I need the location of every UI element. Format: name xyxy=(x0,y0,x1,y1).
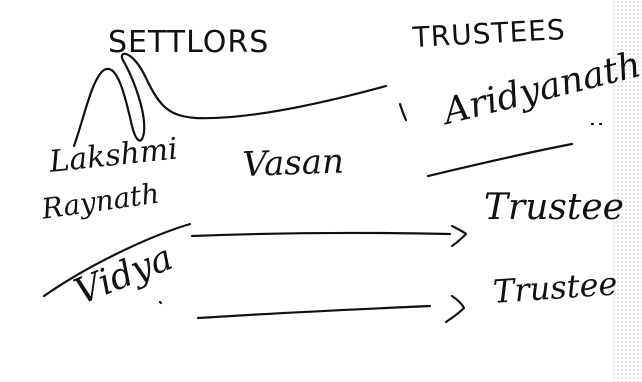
strike-line xyxy=(42,222,192,298)
arrow-line-2 xyxy=(196,304,432,320)
arrow-head-2 xyxy=(444,294,466,324)
settlors-heading: SETTLORS xyxy=(108,25,270,60)
dot-mark xyxy=(158,300,163,305)
trustee-role-1: Trustee xyxy=(484,187,624,228)
stippled-page-edge xyxy=(612,0,642,382)
arrow-head-1 xyxy=(450,224,468,248)
signature-tick xyxy=(398,102,408,122)
signature-underline xyxy=(426,142,574,178)
settlors-bracket xyxy=(72,52,388,148)
arrow-line-1 xyxy=(190,231,452,238)
